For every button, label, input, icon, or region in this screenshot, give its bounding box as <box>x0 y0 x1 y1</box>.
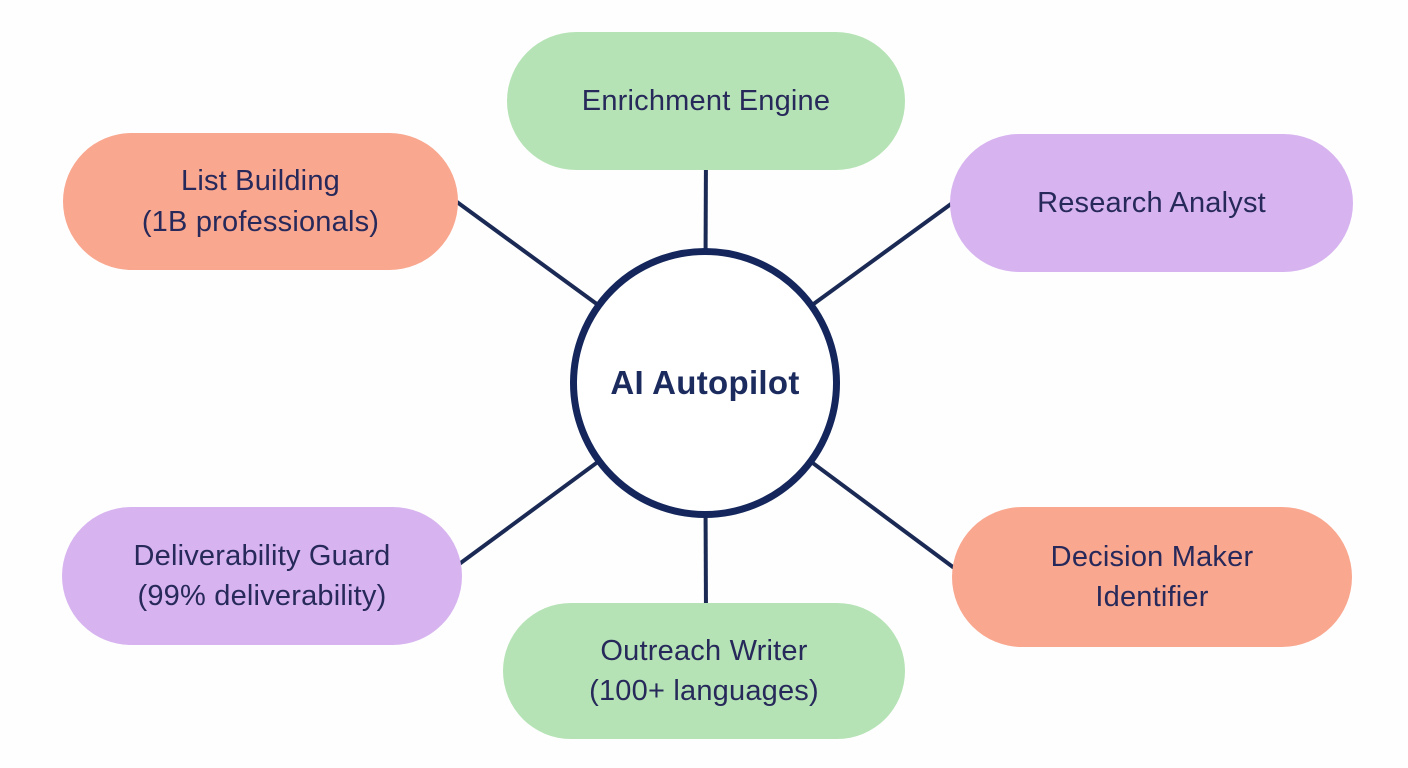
node-deliverability-guard-label-line-2: (99% deliverability) <box>137 580 387 612</box>
node-decision-maker-identifier-label-line-1: Decision Maker <box>1050 540 1254 573</box>
node-list-building: List Building (1B professionals) <box>63 133 458 270</box>
hub-circle: AI Autopilot <box>570 248 840 518</box>
node-deliverability-guard: Deliverability Guard (99% deliverability) <box>62 507 462 645</box>
node-decision-maker-identifier-label-line-2: Identifier <box>1095 581 1209 613</box>
node-enrichment-engine-label-line-1: Enrichment Engine <box>581 84 831 117</box>
node-research-analyst: Research Analyst <box>950 134 1353 272</box>
node-outreach-writer-label-line-2: (100+ languages) <box>589 675 819 707</box>
node-deliverability-guard-label-line-1: Deliverability Guard <box>133 539 391 572</box>
node-enrichment-engine: Enrichment Engine <box>507 32 905 170</box>
node-research-analyst-label-line-1: Research Analyst <box>1037 186 1266 219</box>
hub-label: AI Autopilot <box>610 364 800 401</box>
node-outreach-writer-label-line-1: Outreach Writer <box>600 634 808 667</box>
node-outreach-writer: Outreach Writer (100+ languages) <box>503 603 905 739</box>
node-list-building-label-line-1: List Building <box>181 165 340 198</box>
node-list-building-label-line-2: (1B professionals) <box>141 205 380 238</box>
